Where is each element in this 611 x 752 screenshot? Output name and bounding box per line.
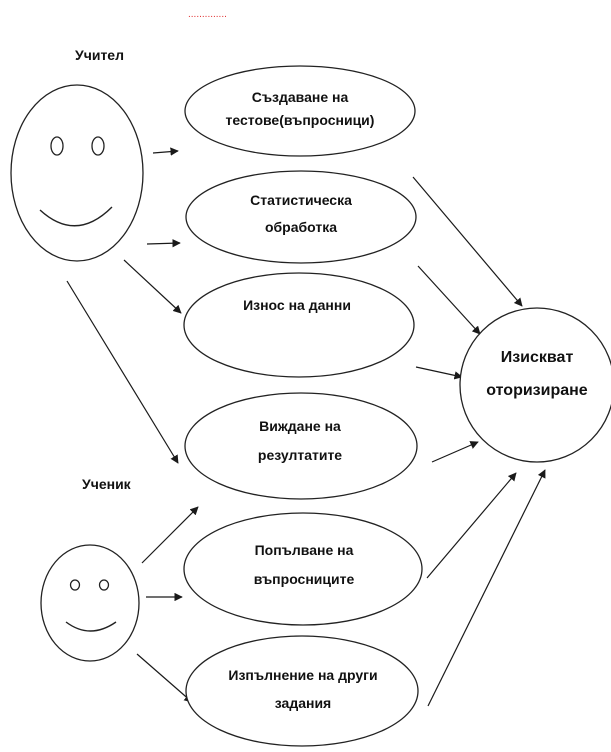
teacher-left-eye [50,136,64,156]
relations [66,147,546,707]
student-face-icon [40,544,140,662]
arrow-student-view-results [141,506,199,564]
arrow-data-export-authorization [415,366,463,380]
use-case-create-tests: Създаване на тестове(въпросници) [184,65,416,157]
use-case-data-export: Износ на данни [183,272,415,378]
top-mark: .............. [188,9,227,20]
use-case-label: тестове(въпросници) [226,112,375,128]
arrow-student-other-tasks [136,653,193,703]
actor-teacher-label: Учител [75,47,124,63]
arrow-teacher-data-export [123,259,182,314]
use-case-statistics: Статистическа обработка [185,170,417,264]
actor-student: Ученик [40,476,140,662]
arrow-fill-questionnaires-authorization [426,472,517,579]
use-case-label: обработка [265,219,337,235]
authorization-node: Изискват оторизиране [459,307,611,463]
use-case-label: резултатите [258,447,342,463]
arrow-other-tasks-authorization [427,469,546,707]
student-smile [65,621,117,632]
actor-teacher: Учител [10,47,144,262]
teacher-face-icon [10,84,144,262]
use-case-label: Виждане на [259,418,341,434]
use-case-label: Износ на данни [243,297,351,313]
student-right-eye [98,579,110,591]
arrow-teacher-create-tests [152,147,179,156]
use-case-label: задания [275,695,331,711]
arrow-create-tests-authorization [412,176,523,307]
arrow-view-results-authorization [431,441,479,463]
teacher-smile [39,206,113,227]
use-case-other-tasks: Изпълнение на други задания [185,635,419,747]
use-case-label: въпросниците [254,571,355,587]
arrow-teacher-statistics [146,239,181,248]
use-case-view-results: Виждане на резултатите [184,392,418,500]
use-case-label: Създаване на [252,89,349,105]
arrow-teacher-view-results [66,280,179,464]
use-case-label: Статистическа [250,192,352,208]
use-case-label: Попълване на [255,542,354,558]
use-case-label: Изпълнение на други [228,667,377,683]
arrow-statistics-authorization [417,265,481,335]
authorization-label: оторизиране [486,382,588,399]
teacher-right-eye [91,136,105,156]
use-case-fill-questionnaires: Попълване на въпросниците [183,512,423,626]
authorization-label: Изискват [501,349,574,366]
actor-student-label: Ученик [82,476,132,492]
student-left-eye [69,579,81,591]
